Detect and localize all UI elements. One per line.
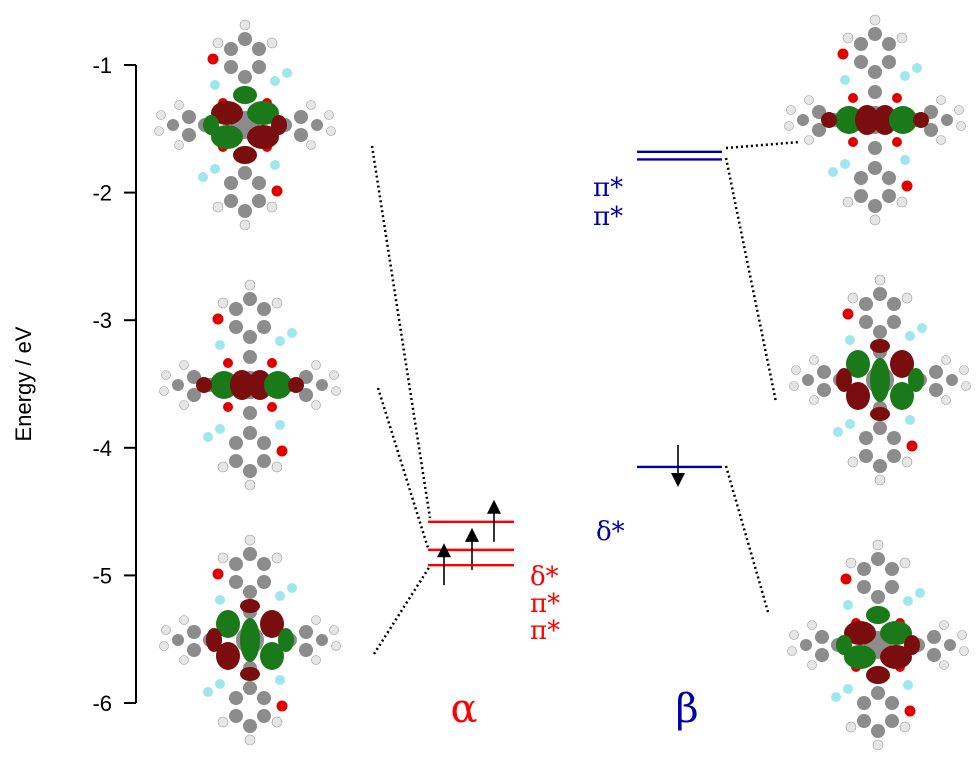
- axis-title: Energy / eV: [11, 326, 36, 441]
- alpha-electron-arrow-head: [465, 527, 479, 542]
- axis-tick-label: -1: [92, 53, 112, 78]
- molecule-left-top: [154, 19, 336, 231]
- beta-label-pi-2: π*: [593, 202, 623, 232]
- beta-electron-arrow-head: [671, 472, 685, 487]
- alpha-spin-label: α: [450, 686, 477, 732]
- molecule-right-top: [784, 14, 966, 226]
- molecule-left-middle: [159, 279, 341, 491]
- molecule-left-bottom: [159, 534, 341, 746]
- axis-tick-label: -5: [92, 563, 112, 588]
- energy-axis: -1 -2 -3 -4 -5 -6: [92, 53, 137, 716]
- axis-tick-label: -4: [92, 436, 112, 461]
- beta-label-pi-1: π*: [593, 173, 623, 203]
- connector-left-top: [370, 145, 432, 519]
- alpha-electron-arrow-head: [487, 499, 501, 514]
- axis-tick-label: -6: [92, 691, 112, 716]
- beta-spin-label: β: [675, 686, 698, 732]
- alpha-label-delta: δ*: [530, 562, 559, 592]
- alpha-electron-arrow-head: [437, 543, 451, 558]
- connector-right-top: [725, 140, 801, 150]
- molecule-right-bottom: [787, 539, 969, 751]
- connector-lines: [370, 140, 801, 655]
- alpha-levels: [428, 499, 514, 586]
- connector-right-bottom: [724, 465, 770, 613]
- axis-tick-label: -2: [92, 181, 112, 206]
- alpha-label-pi-1: π*: [530, 589, 560, 619]
- beta-levels: [637, 150, 722, 487]
- molecule-right-middle: [789, 274, 971, 486]
- beta-label-delta: δ*: [596, 517, 625, 547]
- axis-tick-label: -3: [92, 308, 112, 333]
- alpha-label-pi-2: π*: [530, 616, 560, 646]
- connector-left-bottom: [372, 565, 432, 655]
- connector-right-middle: [724, 157, 778, 403]
- connector-left-middle: [376, 387, 430, 549]
